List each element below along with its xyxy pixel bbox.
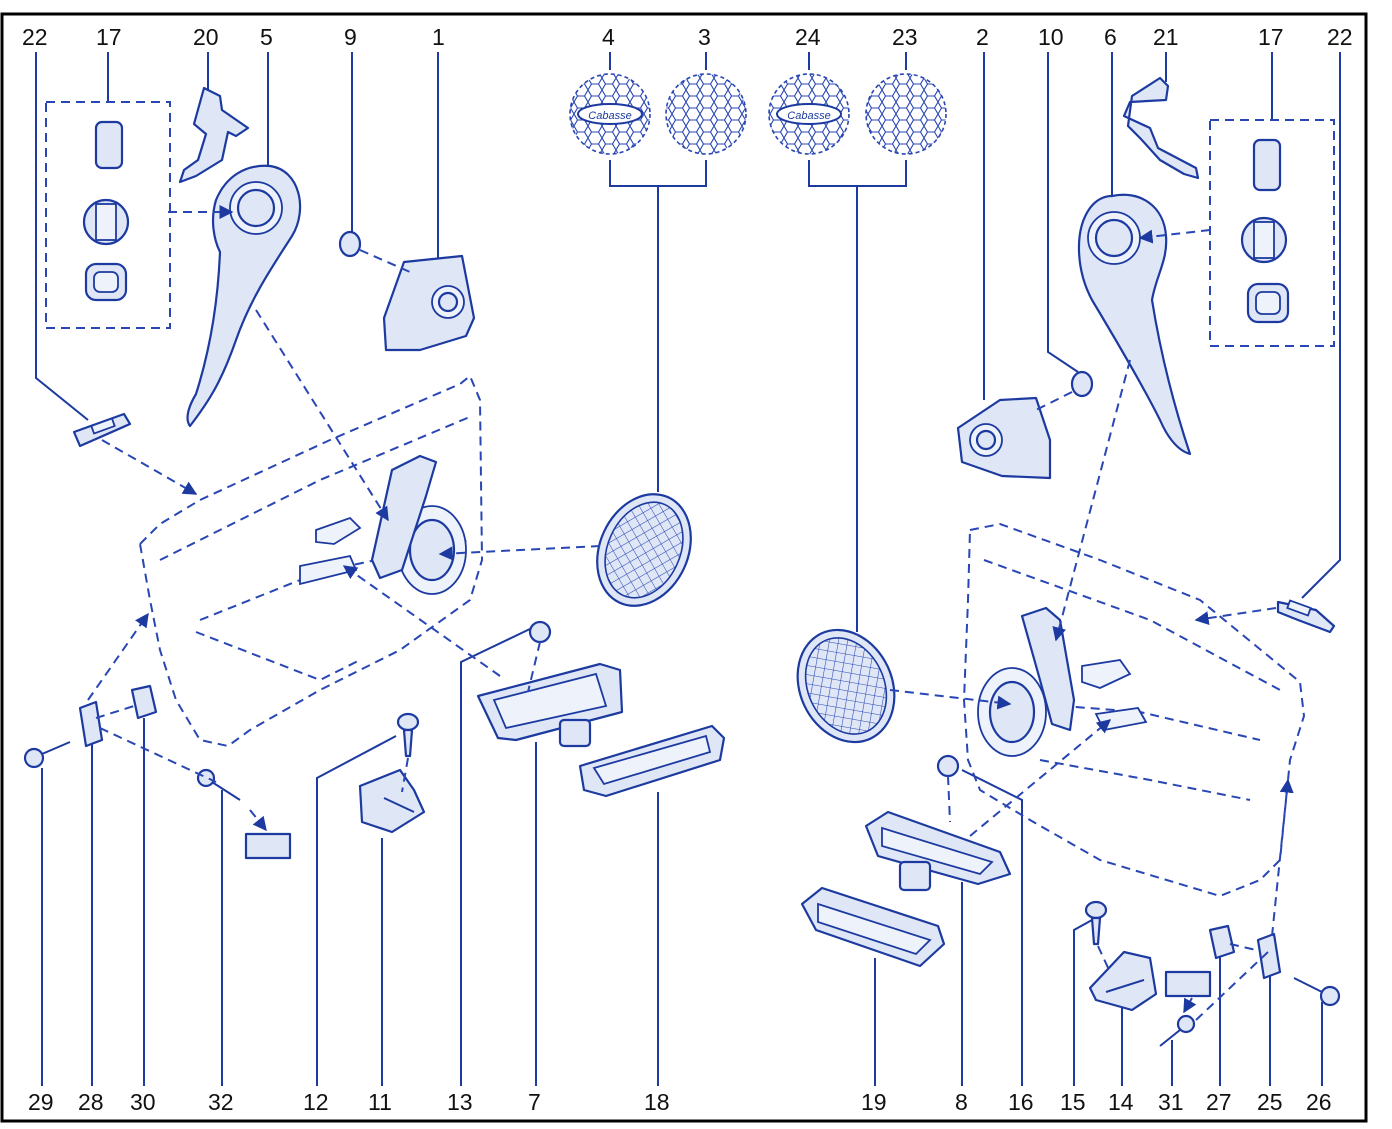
bracket-14 — [1088, 950, 1158, 1012]
label-27: 27 — [1206, 1089, 1232, 1115]
label-10: 10 — [1038, 24, 1064, 50]
screw-12 — [396, 712, 420, 758]
label-9: 9 — [344, 24, 357, 50]
label-24: 24 — [795, 24, 821, 50]
label-22-right: 22 — [1327, 24, 1353, 50]
dash-10-2 — [1035, 391, 1073, 411]
dash-9-1 — [359, 249, 411, 273]
nut-27 — [1208, 924, 1236, 960]
pin-32 — [196, 768, 241, 801]
screw-26 — [1293, 977, 1341, 1007]
screw-15 — [1084, 900, 1108, 946]
label-20: 20 — [193, 24, 219, 50]
label-17-right: 17 — [1258, 24, 1284, 50]
label-8: 8 — [955, 1089, 968, 1115]
leader-lines — [35, 52, 1341, 1086]
label-26: 26 — [1306, 1089, 1332, 1115]
leader-15 — [1073, 919, 1093, 1086]
door-pull-cup-18 — [578, 724, 726, 798]
cabasse-logo-24: Cabasse — [787, 110, 830, 122]
tweeter-housing-1 — [382, 254, 476, 352]
label-11: 11 — [368, 1089, 392, 1115]
bracket-11 — [358, 768, 426, 834]
label-4: 4 — [602, 24, 615, 50]
tweeter-housing-2 — [956, 396, 1052, 480]
tweeter-cap-9 — [338, 230, 362, 258]
bracket-4-3 — [609, 160, 707, 187]
label-23: 23 — [892, 24, 918, 50]
cabasse-logo-4: Cabasse — [588, 110, 631, 122]
label-15: 15 — [1060, 1089, 1086, 1115]
window-switch-bezel-8 — [864, 754, 1012, 892]
label-2: 2 — [976, 24, 989, 50]
label-16: 16 — [1008, 1089, 1034, 1115]
label-6: 6 — [1104, 24, 1117, 50]
label-1: 1 — [432, 24, 445, 50]
switch-insert-set-17-left — [45, 101, 171, 329]
pin-31 — [1159, 1014, 1196, 1047]
window-switch-bezel-7 — [476, 620, 624, 748]
bottom-callout-labels: 29 28 30 32 12 11 13 7 18 19 8 16 15 14 … — [28, 1089, 1332, 1115]
label-28: 28 — [78, 1089, 104, 1115]
foam-pad-right — [1164, 970, 1212, 998]
switch-insert-set-17-right — [1209, 119, 1335, 347]
label-7: 7 — [528, 1089, 541, 1115]
leader-22-left — [35, 52, 89, 421]
foam-pad-left — [244, 832, 292, 860]
label-5: 5 — [260, 24, 273, 50]
leader-10 — [1047, 52, 1079, 373]
leader-13 — [460, 627, 533, 1086]
label-13: 13 — [447, 1089, 473, 1115]
label-31: 31 — [1158, 1089, 1184, 1115]
door-pull-cup-19 — [800, 886, 946, 968]
clip-28 — [78, 700, 104, 748]
assembly-arrows — [87, 205, 1294, 1021]
label-12: 12 — [303, 1089, 329, 1115]
grille-cover-24: Cabasse — [768, 73, 850, 155]
door-panel-left — [138, 374, 484, 748]
speaker-grille-right — [796, 628, 896, 744]
label-14: 14 — [1108, 1089, 1134, 1115]
screw-29 — [23, 741, 71, 769]
label-22-left: 22 — [22, 24, 48, 50]
clip-25 — [1256, 932, 1282, 980]
bracket-24-23 — [808, 160, 907, 187]
bracket-21 — [1122, 76, 1200, 180]
leader-16 — [961, 769, 1023, 1086]
label-19: 19 — [861, 1089, 887, 1115]
armrest-trim-5 — [186, 164, 302, 428]
top-callout-labels: 22 17 20 5 9 1 4 3 24 23 2 10 6 21 17 22 — [22, 24, 1353, 50]
grille-cover-4: Cabasse — [569, 73, 651, 155]
label-29: 29 — [28, 1089, 54, 1115]
label-25: 25 — [1257, 1089, 1283, 1115]
label-21: 21 — [1153, 24, 1179, 50]
leader-12 — [316, 735, 397, 1086]
tweeter-cap-10 — [1070, 370, 1094, 398]
label-17-left: 17 — [96, 24, 122, 50]
nut-30 — [130, 684, 158, 720]
label-18: 18 — [644, 1089, 670, 1115]
label-3: 3 — [698, 24, 711, 50]
label-32: 32 — [208, 1089, 234, 1115]
clip-22-left — [72, 412, 132, 448]
label-30: 30 — [130, 1089, 156, 1115]
door-panel-right — [962, 522, 1306, 898]
grille-cover-23 — [865, 73, 947, 155]
armrest-trim-6 — [1077, 193, 1192, 456]
leader-22-right — [1301, 52, 1341, 599]
clip-22-right — [1276, 599, 1336, 634]
bracket-20 — [178, 86, 250, 184]
speaker-grille-left — [596, 493, 692, 607]
grille-cover-3 — [665, 73, 747, 155]
diagram-frame — [0, 12, 1368, 1123]
